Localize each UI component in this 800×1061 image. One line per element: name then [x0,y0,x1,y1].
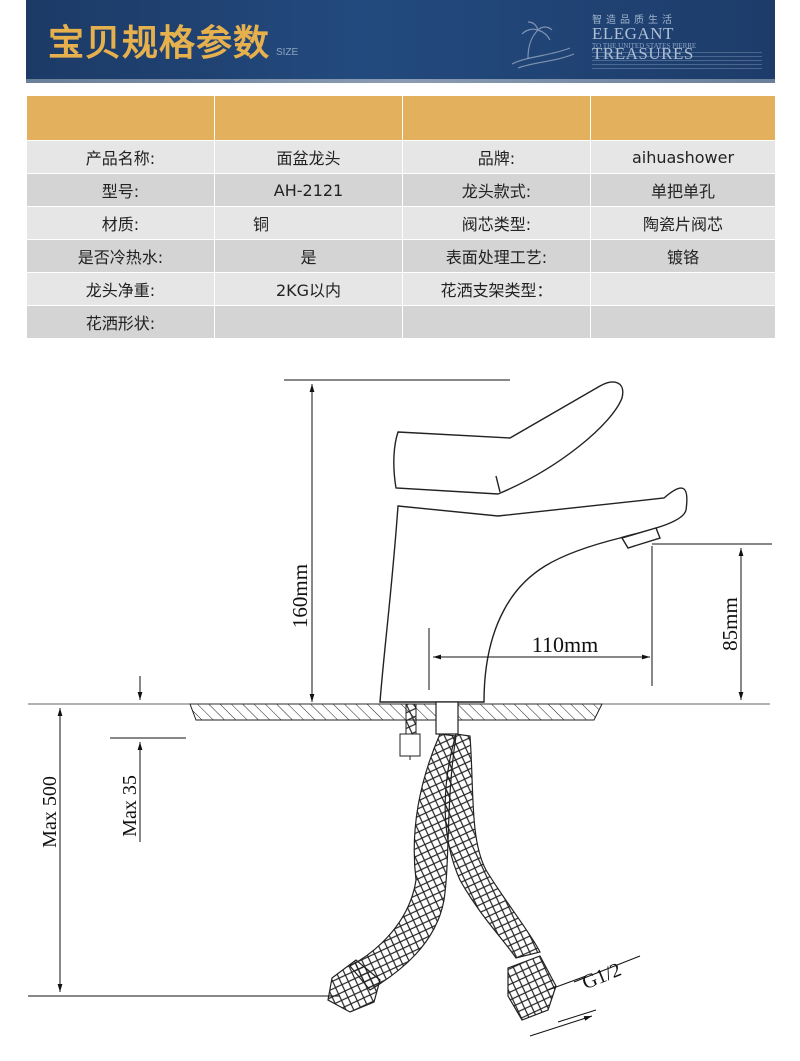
faucet-body [379,381,688,703]
spec-value: 是 [214,239,403,273]
spec-label: 表面处理工艺: [402,239,591,273]
spec-label: 是否冷热水: [26,239,215,273]
table-row: 是否冷热水: 是 表面处理工艺: 镀铬 [26,239,776,273]
spec-value: aihuashower [590,140,776,174]
dimension-max-thickness [110,676,186,842]
dimension-reach-label: 110mm [532,632,598,657]
dimension-height-label: 160mm [288,564,312,628]
dimension-max-hose [28,708,340,997]
table-header-row [26,95,776,141]
spec-label: 材质: [26,206,215,240]
spec-label: 阀芯类型: [402,206,591,240]
spec-value: 镀铬 [590,239,776,273]
table-header-cell [214,95,403,141]
dimension-max-thickness-label: Max 35 [119,775,141,837]
header-banner: 宝贝规格参数 SIZE 智造品质生活 ELEGANT TREASURES TO … [26,0,775,83]
table-row: 龙头净重: 2KG以内 花洒支架类型： [26,272,776,306]
spec-label: 龙头款式: [402,173,591,207]
spec-value [590,305,776,339]
spec-value: 面盆龙头 [214,140,403,174]
spec-value: 2KG以内 [214,272,403,306]
dimension-max-hose-label: Max 500 [39,776,61,848]
dimension-spout-height-label: 85mm [718,597,742,651]
slogan-english-small: TO THE UNITED STATES PIERRE [592,42,697,50]
slogan-decorative-lines [592,52,762,70]
spec-value: 陶瓷片阀芯 [590,206,776,240]
spec-value: 铜 [214,206,403,240]
spec-table: 产品名称: 面盆龙头 品牌: aihuashower 型号: AH-2121 龙… [26,95,776,339]
brand-logo-icon [511,21,575,69]
dimension-height [284,379,510,702]
spec-label: 花洒形状: [26,305,215,339]
table-header-cell [402,95,591,141]
page-subtitle: SIZE [276,47,299,58]
table-header-cell [590,95,776,141]
table-row: 产品名称: 面盆龙头 品牌: aihuashower [26,140,776,174]
spec-label: 花洒支架类型： [402,272,591,306]
dimension-thread-label: G1/2 [579,959,624,994]
mounting-stud [399,703,421,760]
spec-label: 品牌: [402,140,591,174]
spec-label [402,305,591,339]
slogan-chinese: 智造品质生活 [592,15,676,26]
dimension-spout-height [651,543,772,700]
spec-label: 型号: [26,173,215,207]
spec-value: 单把单孔 [590,173,776,207]
table-row: 材质: 铜 阀芯类型: 陶瓷片阀芯 [26,206,776,240]
table-header-cell [26,95,215,141]
spec-value [214,305,403,339]
slogan-english: ELEGANT TREASURES [592,24,693,63]
spec-value: AH-2121 [214,173,403,207]
spec-value [590,272,776,306]
spec-label: 产品名称: [26,140,215,174]
table-row: 花洒形状: [26,305,776,339]
dimension-reach [428,628,650,690]
dimension-thread [529,955,641,1037]
braided-hoses [327,701,557,1021]
countertop [28,703,770,721]
faucet-dimension-drawing: 160mm 85mm 110mm Max 500 Max 35 G1/2 [28,379,772,1037]
spec-label: 龙头净重: [26,272,215,306]
table-row: 型号: AH-2121 龙头款式: 单把单孔 [26,173,776,207]
page-title: 宝贝规格参数 [48,23,271,64]
